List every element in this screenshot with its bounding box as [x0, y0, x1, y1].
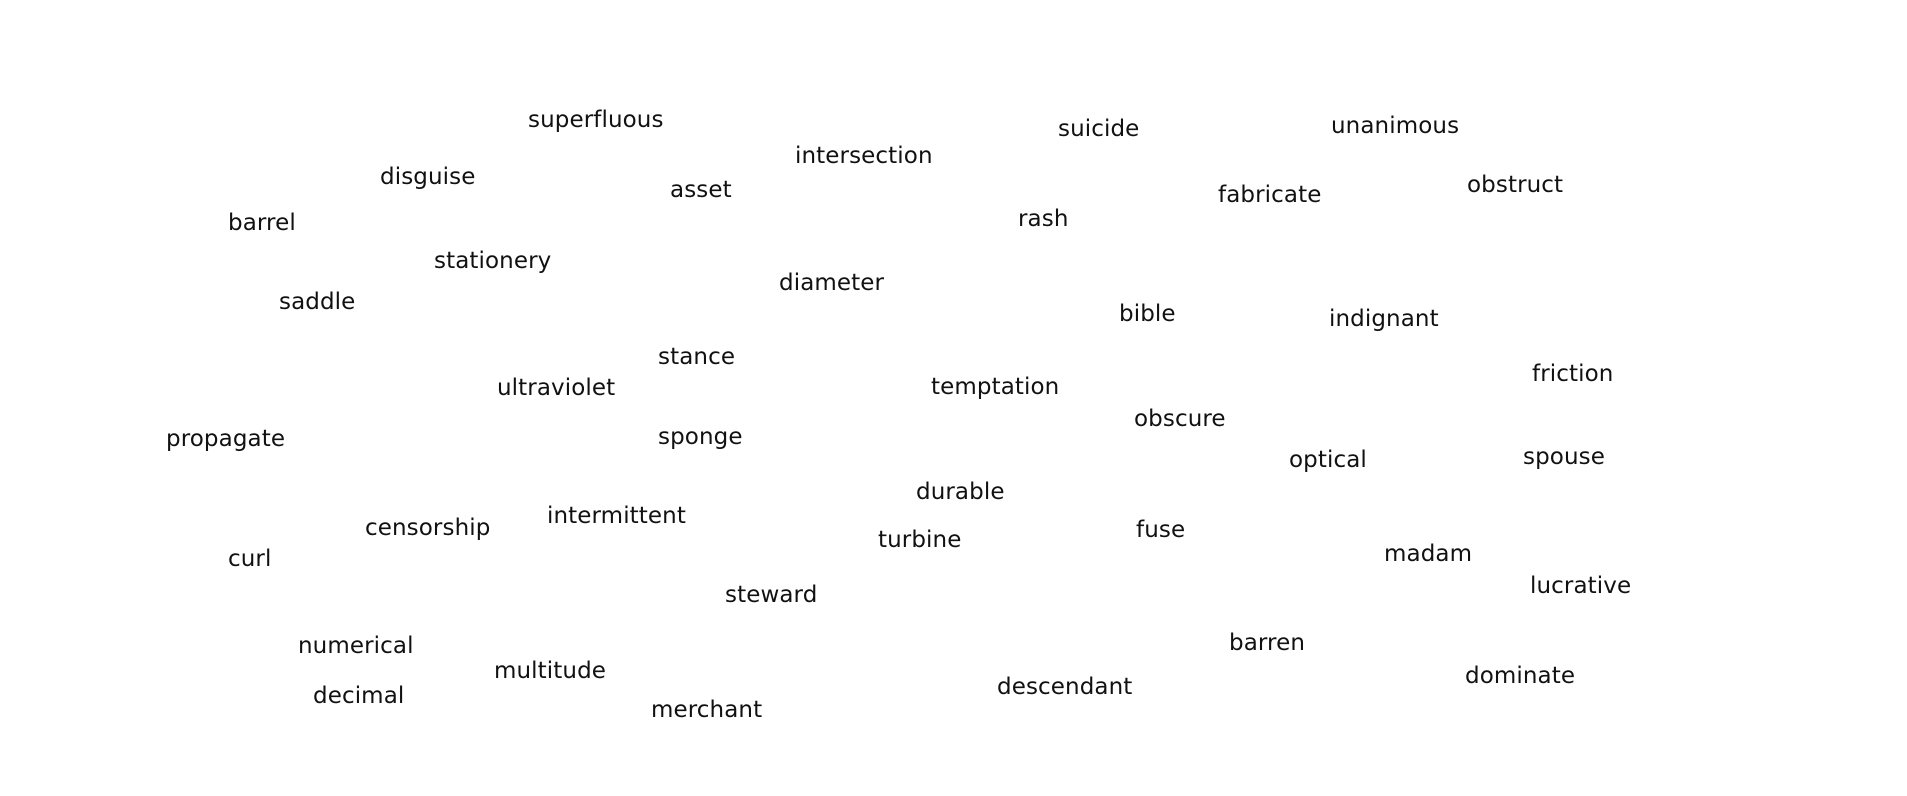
word-spouse: spouse [1523, 444, 1605, 470]
word-censorship: censorship [365, 515, 491, 541]
word-turbine: turbine [878, 527, 962, 553]
word-unanimous: unanimous [1331, 113, 1460, 139]
word-intersection: intersection [795, 143, 933, 169]
word-curl: curl [228, 546, 272, 572]
word-stationery: stationery [434, 248, 552, 274]
word-temptation: temptation [931, 374, 1060, 400]
word-obstruct: obstruct [1467, 172, 1564, 198]
word-propagate: propagate [166, 426, 286, 452]
word-friction: friction [1532, 361, 1614, 387]
word-fabricate: fabricate [1218, 182, 1322, 208]
word-dominate: dominate [1465, 663, 1576, 689]
word-indignant: indignant [1329, 306, 1439, 332]
word-obscure: obscure [1134, 406, 1226, 432]
word-lucrative: lucrative [1530, 573, 1632, 599]
word-barrel: barrel [228, 210, 296, 236]
word-descendant: descendant [997, 674, 1133, 700]
word-fuse: fuse [1136, 517, 1186, 543]
word-numerical: numerical [298, 633, 414, 659]
word-diameter: diameter [779, 270, 885, 296]
word-madam: madam [1384, 541, 1473, 567]
word-durable: durable [916, 479, 1005, 505]
word-barren: barren [1229, 630, 1306, 656]
word-steward: steward [725, 582, 818, 608]
word-disguise: disguise [380, 164, 476, 190]
word-intermittent: intermittent [547, 503, 686, 529]
word-rash: rash [1018, 206, 1069, 232]
word-saddle: saddle [279, 289, 356, 315]
word-merchant: merchant [651, 697, 763, 723]
word-decimal: decimal [313, 683, 405, 709]
word-multitude: multitude [494, 658, 607, 684]
word-optical: optical [1289, 447, 1367, 473]
word-bible: bible [1119, 301, 1176, 327]
word-stance: stance [658, 344, 736, 370]
word-ultraviolet: ultraviolet [497, 375, 616, 401]
word-suicide: suicide [1058, 116, 1140, 142]
word-sponge: sponge [658, 424, 743, 450]
word-superfluous: superfluous [528, 107, 664, 133]
word-asset: asset [670, 177, 732, 203]
